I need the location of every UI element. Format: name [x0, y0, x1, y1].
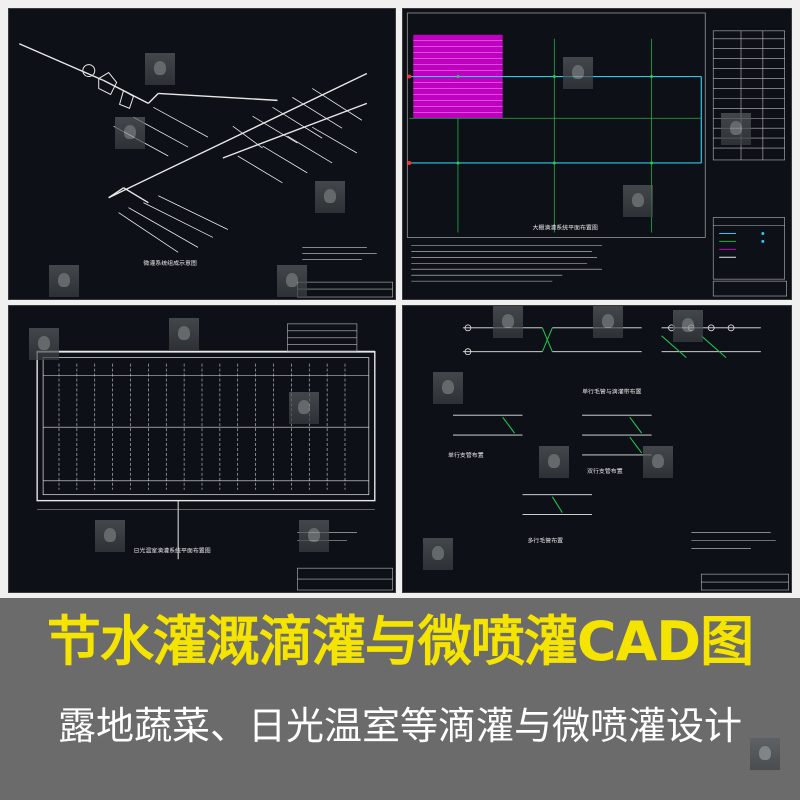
watermark-icon — [643, 446, 673, 478]
cad-drawing-pipe-details: 单行毛管与滴灌带布置 单行支管布置 双行支管布置 多行毛管布置 — [402, 305, 792, 593]
isometric-pipe-drawing: 微灌系统组成示意图 — [18, 43, 393, 298]
watermark-icon — [315, 181, 345, 213]
drip-plan-drawing: 大棚滴灌系统平面布置图 — [406, 12, 787, 297]
watermark-icon — [433, 372, 463, 404]
banner-title: 节水灌溉滴灌与微喷灌CAD图 — [46, 610, 754, 673]
drawing-caption: 微灌系统组成示意图 — [143, 259, 197, 267]
drawing-caption: 大棚滴灌系统平面布置图 — [532, 223, 597, 231]
watermark-icon — [95, 520, 125, 552]
watermark-icon — [49, 265, 79, 297]
watermark-icon — [493, 306, 523, 338]
watermark-icon — [299, 520, 329, 552]
watermark-icon — [277, 265, 307, 297]
watermark-icon — [673, 310, 703, 342]
detail-caption-3: 双行支管布置 — [587, 467, 623, 475]
cad-drawing-drip-plan: 大棚滴灌系统平面布置图 — [402, 8, 792, 300]
cad-drawing-drip-isometric: 微灌系统组成示意图 — [8, 8, 396, 300]
watermark-icon — [721, 113, 751, 145]
cad-drawing-greenhouse-plan: 日光温室滴灌系统平面布置图 — [8, 305, 396, 593]
detail-caption-4: 多行毛管布置 — [527, 536, 563, 544]
watermark-icon — [115, 117, 145, 149]
watermark-icon — [750, 738, 780, 770]
watermark-icon — [29, 328, 59, 360]
promo-banner: 节水灌溉滴灌与微喷灌CAD图 露地蔬菜、日光温室等滴灌与微喷灌设计 — [0, 598, 800, 800]
watermark-icon — [539, 446, 569, 478]
greenhouse-plan-drawing: 日光温室滴灌系统平面布置图 — [36, 323, 393, 591]
detail-caption-1: 单行毛管与滴灌带布置 — [582, 387, 641, 395]
banner-subtitle: 露地蔬菜、日光温室等滴灌与微喷灌设计 — [57, 704, 742, 748]
watermark-icon — [145, 53, 175, 85]
watermark-icon — [623, 185, 653, 217]
watermark-icon — [563, 57, 593, 89]
watermark-icon — [593, 306, 623, 338]
detail-caption-2: 单行支管布置 — [448, 451, 484, 459]
pipe-detail-drawing: 单行毛管与滴灌带布置 单行支管布置 双行支管布置 多行毛管布置 — [448, 324, 789, 591]
watermark-icon — [289, 392, 319, 424]
watermark-icon — [169, 318, 199, 350]
drawing-caption: 日光温室滴灌系统平面布置图 — [133, 546, 210, 554]
watermark-icon — [423, 538, 453, 570]
